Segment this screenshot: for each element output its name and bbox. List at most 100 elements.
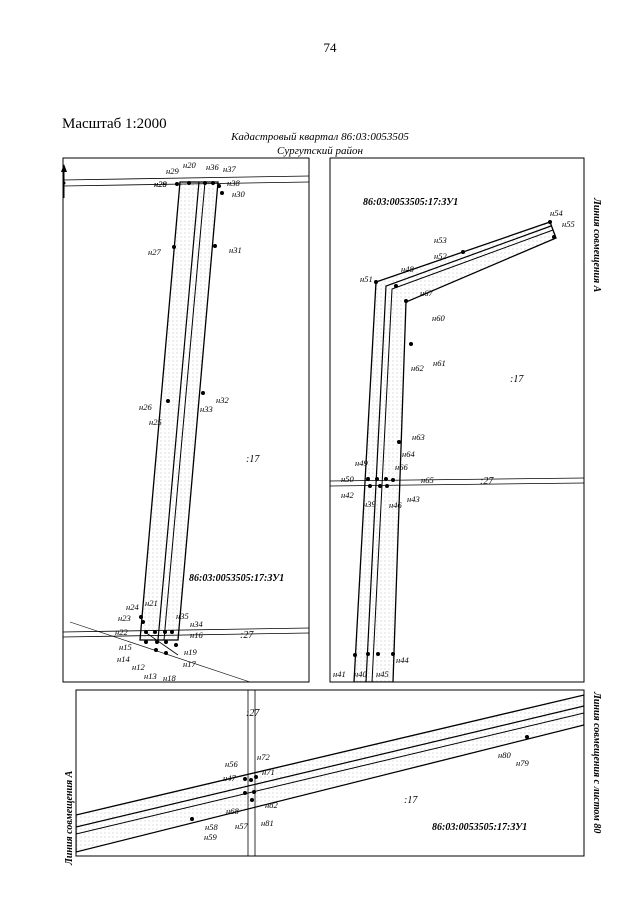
point-label: н26 [139, 402, 152, 412]
point-label: н56 [225, 759, 238, 769]
point-label: н64 [402, 449, 415, 459]
map-panel-right [329, 157, 585, 683]
point-label: н29 [166, 166, 179, 176]
area-label-right: :17 [510, 374, 524, 385]
point-label: н28 [154, 179, 167, 189]
point-labels: н29 н29 н28 н29 н20 н36 н37 н38 н30 н27 … [115, 160, 575, 842]
point-label: н15 [119, 642, 132, 652]
point-label: н63 [412, 432, 425, 442]
road-axis-right [365, 225, 552, 682]
point-label: н35 [176, 611, 189, 621]
point-label: н62 [411, 363, 424, 373]
road-axis-left [157, 181, 200, 641]
line-label-left: :27 [240, 630, 254, 641]
point-label: н29 [154, 179, 167, 189]
point-label: н54 [550, 208, 563, 218]
parcel-label-right: 86:03:0053505:17:ЗУ1 [363, 197, 458, 208]
point-label: н50 [341, 474, 354, 484]
line-label-bottom: :27 [246, 708, 260, 719]
point-label: н59 [204, 832, 217, 842]
road-axis-bottom [76, 705, 584, 828]
line-label-right: :27 [480, 476, 494, 487]
boundary-top-left [63, 175, 309, 181]
point-label: н60 [432, 313, 445, 323]
point-label: н38 [227, 178, 240, 188]
road-edge-right [371, 229, 554, 682]
point-label: н49 [355, 458, 368, 468]
north-arrow-icon [61, 164, 67, 198]
point-label: н65 [421, 475, 434, 485]
align-a-label-right-panel: Линия совмещения А [591, 197, 602, 293]
point-label: н13 [144, 671, 157, 681]
point-label: н47 [223, 773, 236, 783]
point-label: н23 [118, 613, 131, 623]
point-label: н68 [226, 806, 239, 816]
point-label: н22 [115, 627, 128, 637]
point-label: н53 [434, 235, 447, 245]
road-edge-bottom [76, 712, 584, 835]
point-label: н48 [401, 264, 414, 274]
point-label: н40 [354, 669, 367, 679]
line-27-right-2 [330, 482, 584, 487]
point-label: н21 [145, 598, 158, 608]
point-label: н55 [562, 219, 575, 229]
point-label: н12 [132, 662, 145, 672]
diagonal-left [69, 621, 251, 682]
point-label: н42 [341, 490, 354, 500]
point-label: н46 [389, 500, 402, 510]
point-label: н67 [420, 288, 433, 298]
point-label: н30 [232, 189, 245, 199]
point-label: н72 [257, 752, 270, 762]
line-27-right [330, 477, 584, 482]
point-label: н24 [126, 602, 139, 612]
page-number: 74 [323, 40, 337, 55]
point-label: н16 [190, 630, 203, 640]
point-label: н17 [183, 659, 196, 669]
point-label: н57 [235, 821, 248, 831]
point-label: н32 [216, 395, 229, 405]
point-label: н39 [363, 499, 376, 509]
point-label: н31 [229, 245, 242, 255]
parcel-strip-right [353, 221, 557, 682]
parcel-label-left: 86:03:0053505:17:ЗУ1 [189, 573, 284, 584]
point-label: н80 [498, 750, 511, 760]
map-panel-left [62, 157, 310, 683]
parcel-label-bottom: 86:03:0053505:17:ЗУ1 [432, 822, 527, 833]
point-label: н51 [360, 274, 373, 284]
line-27-left [63, 627, 309, 633]
point-label: н79 [516, 758, 529, 768]
point-label: н19 [184, 647, 197, 657]
point-label: н81 [261, 818, 274, 828]
point-label: н34 [190, 619, 203, 629]
point-label: н45 [376, 669, 389, 679]
line-27-left-2 [63, 632, 309, 638]
point-label: н27 [148, 247, 161, 257]
point-label: н14 [117, 654, 130, 664]
point-label: н61 [433, 358, 446, 368]
point-label: н58 [205, 822, 218, 832]
area-label-bottom: :17 [404, 795, 418, 806]
point-label: н36 [206, 162, 219, 172]
point-label: н82 [265, 800, 278, 810]
point-label: н25 [149, 417, 162, 427]
boundary-top-left-2 [63, 181, 309, 187]
point-label: н52 [434, 251, 447, 261]
point-label: н66 [395, 462, 408, 472]
point-label: н43 [407, 494, 420, 504]
district-title: Сургутский район [277, 145, 363, 157]
map-panel-bottom [75, 689, 585, 857]
point-label: н37 [223, 164, 236, 174]
scale-label: Масштаб 1:2000 [62, 116, 167, 132]
point-markers [139, 181, 556, 821]
point-label: н33 [200, 404, 213, 414]
area-labels: 86:03:0053505:17:ЗУ1 :17 :27 86:03:00535… [189, 197, 527, 833]
point-label: н20 [183, 160, 196, 170]
point-label: н71 [262, 767, 275, 777]
point-label: н44 [396, 655, 409, 665]
align-sheet80-label: Линия совмещения с листом 80 [591, 691, 602, 833]
align-a-label-bottom-panel: Линия совмещения А [64, 770, 75, 866]
road-edge-left [163, 181, 206, 641]
point-label: н18 [163, 673, 176, 683]
point-label: н41 [333, 669, 346, 679]
